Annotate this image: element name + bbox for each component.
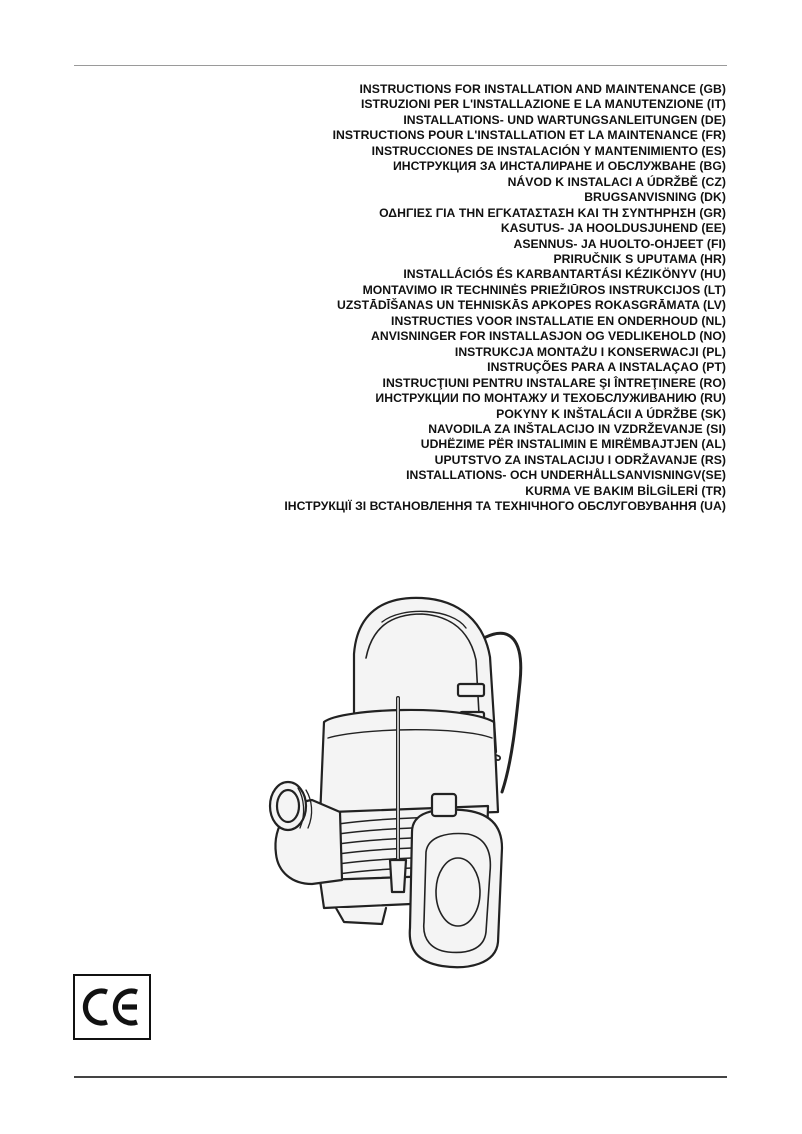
ce-mark — [73, 974, 151, 1040]
title-line: ANVISNINGER FOR INSTALLASJON OG VEDLIKEH… — [371, 329, 726, 344]
pump-illustration — [262, 562, 532, 974]
title-line: INSTRUÇÕES PARA A INSTALAÇAO (PT) — [487, 360, 726, 375]
title-line: ΟΔΗΓΙΕΣ ΓΙΑ ΤΗΝ ΕΓΚΑΤΑΣΤΑΣΗ ΚΑΙ ΤΗ ΣΥΝΤΗ… — [379, 205, 726, 220]
title-line: INSTRUCŢIUNI PENTRU INSTALARE ŞI ÎNTREŢI… — [382, 375, 726, 390]
title-line: INSTALLATIONS- OCH UNDERHÅLLSANVISNINGV(… — [406, 468, 726, 483]
title-line: ИНСТРУКЦИЯ ЗА ИНСТАЛИРАНЕ И ОБСЛУЖВАНЕ (… — [392, 159, 726, 174]
title-line: INSTRUCTIES VOOR INSTALLATIE EN ONDERHOU… — [391, 313, 726, 328]
submersible-pump-drawing — [268, 596, 523, 969]
title-line: ІНСТРУКЦІЇ ЗІ ВСТАНОВЛЕННЯ ТА ТЕХНІЧНОГО… — [284, 499, 726, 514]
title-line: UPUTSTVO ZA INSTALACIJU I ODRŽAVANJE (RS… — [434, 452, 726, 467]
title-line: KASUTUS- JA HOOLDUSJUHEND (EE) — [500, 221, 726, 236]
title-line: KURMA VE BAKIM BİLGİLERİ (TR) — [525, 483, 726, 498]
instruction-title-list: INSTRUCTIONS FOR INSTALLATION AND MAINTE… — [86, 82, 726, 515]
title-line: PRIRUČNIK S UPUTAMA (HR) — [553, 251, 726, 266]
title-line: INSTRUCTIONS FOR INSTALLATION AND MAINTE… — [359, 82, 726, 96]
title-line: INSTRUKCJA MONTAŻU I KONSERWACJI (PL) — [454, 344, 726, 359]
title-line: ASENNUS- JA HUOLTO-OHJEET (FI) — [513, 236, 726, 251]
title-line: POKYNY K INŠTALÁCII A ÚDRŽBE (SK) — [496, 406, 726, 421]
title-line: NAVODILA ZA INŠTALACIJO IN VZDRŽEVANJE (… — [428, 421, 726, 436]
ce-mark-icon — [82, 988, 138, 1026]
title-line: INSTALLÁCIÓS ÉS KARBANTARTÁSI KÉZIKÖNYV … — [403, 267, 726, 282]
top-rule — [74, 65, 727, 66]
title-line: INSTRUCCIONES DE INSTALACIÓN Y MANTENIMI… — [371, 143, 726, 158]
bottom-rule — [74, 1076, 727, 1078]
title-line: ИНСТРУКЦИИ ПО МОНТАЖУ И ТЕХОБСЛУЖИВАНИЮ … — [375, 391, 726, 406]
title-line: UDHËZIME PËR INSTALIMIN E MIRËMBAJTJEN (… — [420, 437, 726, 452]
title-line: NÁVOD K INSTALACI A ÚDRŽBĚ (CZ) — [507, 174, 726, 189]
title-line: MONTAVIMO IR TECHNINĖS PRIEŽIŪROS INSTRU… — [362, 282, 726, 297]
title-line: ISTRUZIONI PER L'INSTALLAZIONE E LA MANU… — [360, 97, 726, 112]
title-line: UZSTĀDĪŠANAS UN TEHNISKĀS APKOPES ROKASG… — [337, 298, 726, 313]
title-line: BRUGSANVISNING (DK) — [584, 190, 726, 205]
title-line: INSTRUCTIONS POUR L'INSTALLATION ET LA M… — [332, 128, 726, 143]
title-line: INSTALLATIONS- UND WARTUNGSANLEITUNGEN (… — [403, 112, 726, 127]
